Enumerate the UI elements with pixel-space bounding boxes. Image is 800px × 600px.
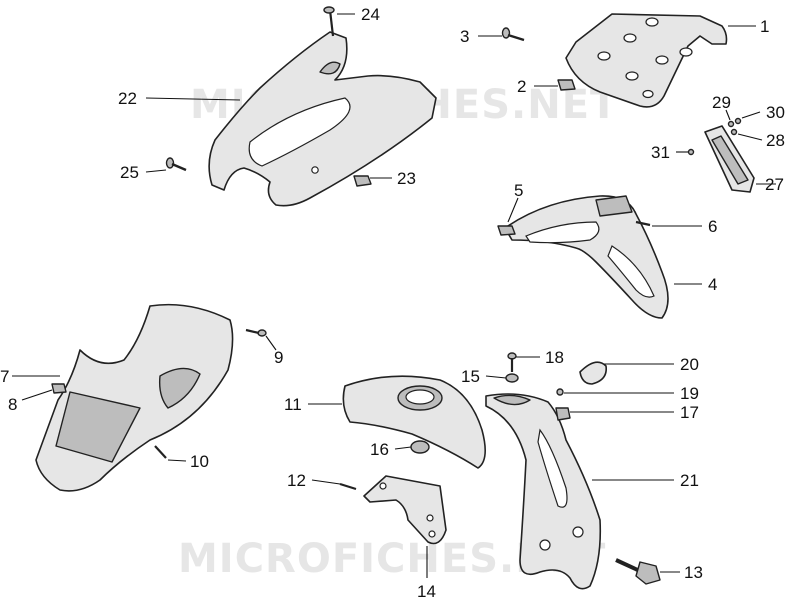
part-28-bush xyxy=(730,128,738,136)
part-9-screw xyxy=(245,328,267,337)
part-10-screw xyxy=(154,445,167,459)
callout-label: 7 xyxy=(0,367,9,386)
part-16-grommet xyxy=(410,440,430,454)
part-17-clip xyxy=(555,407,571,421)
callout-label: 13 xyxy=(684,563,703,582)
part-27-grille xyxy=(704,125,755,193)
callout-22: 22 xyxy=(118,89,241,108)
callout-14: 14 xyxy=(417,546,436,600)
part-19-nut xyxy=(556,388,564,396)
callout-label: 6 xyxy=(708,217,717,236)
callout-1: 1 xyxy=(728,17,769,36)
part-30-nut xyxy=(734,117,742,125)
callout-label: 14 xyxy=(417,582,436,600)
callout-label: 2 xyxy=(517,77,526,96)
part-31-screw xyxy=(687,148,695,156)
callout-label: 4 xyxy=(708,275,717,294)
callout-label: 18 xyxy=(545,348,564,367)
part-12-screw xyxy=(339,482,357,491)
callout-label: 15 xyxy=(461,367,480,386)
callout-25: 25 xyxy=(120,163,167,182)
part-7-inner-shield xyxy=(35,303,234,492)
callout-24: 24 xyxy=(337,5,380,24)
callout-13: 13 xyxy=(660,563,703,582)
callout-label: 21 xyxy=(680,471,699,490)
callout-label: 31 xyxy=(651,143,670,162)
callout-label: 17 xyxy=(680,403,699,422)
part-1-rear-cover xyxy=(565,13,728,108)
callout-2: 2 xyxy=(517,77,558,96)
callout-17: 17 xyxy=(570,403,699,422)
callout-30: 30 xyxy=(741,103,785,122)
part-4-front-mudguard xyxy=(504,195,669,319)
callout-label: 29 xyxy=(712,93,731,112)
callout-31: 31 xyxy=(651,143,688,162)
callout-20: 20 xyxy=(604,355,699,374)
part-29-washer xyxy=(727,120,735,128)
callout-label: 3 xyxy=(460,27,469,46)
callout-5: 5 xyxy=(507,181,523,223)
callout-10: 10 xyxy=(167,452,209,471)
callout-label: 11 xyxy=(284,395,302,414)
part-24-screw xyxy=(323,6,335,37)
callout-23: 23 xyxy=(370,169,416,188)
callout-18: 18 xyxy=(516,348,564,367)
callout-label: 16 xyxy=(370,440,389,459)
callout-label: 22 xyxy=(118,89,137,108)
part-20-reflector xyxy=(579,361,608,385)
part-22-body-panel xyxy=(208,31,437,207)
callout-label: 20 xyxy=(680,355,699,374)
callout-7: 7 xyxy=(0,367,60,386)
callout-label: 9 xyxy=(274,348,283,367)
callout-6: 6 xyxy=(652,217,717,236)
callout-3: 3 xyxy=(460,27,502,46)
callout-label: 10 xyxy=(190,452,209,471)
callout-label: 24 xyxy=(361,5,380,24)
part-5-clip xyxy=(497,225,516,236)
callout-21: 21 xyxy=(592,471,699,490)
callout-label: 12 xyxy=(287,471,306,490)
callout-28: 28 xyxy=(737,131,785,150)
callout-19: 19 xyxy=(564,384,699,403)
part-15-washer xyxy=(505,373,519,383)
callout-29: 29 xyxy=(712,93,731,121)
part-21-tail-strut xyxy=(485,393,602,590)
callout-27: 27 xyxy=(756,175,784,194)
part-3-screw xyxy=(501,27,525,42)
part-14-bracket xyxy=(363,475,447,545)
part-11-upper-cover xyxy=(342,375,486,469)
callout-9: 9 xyxy=(265,335,283,367)
callout-label: 1 xyxy=(760,17,769,36)
callout-label: 23 xyxy=(397,169,416,188)
part-23-clip xyxy=(353,175,372,187)
part-2-clip xyxy=(557,79,576,91)
part-13-bolt xyxy=(615,558,661,585)
callout-12: 12 xyxy=(287,471,341,490)
callout-15: 15 xyxy=(461,367,507,386)
callout-label: 5 xyxy=(514,181,523,200)
callout-label: 25 xyxy=(120,163,139,182)
callout-4: 4 xyxy=(674,275,717,294)
part-8-clip xyxy=(51,383,67,394)
part-6-screw xyxy=(635,220,651,227)
part-25-screw xyxy=(165,157,187,172)
callout-label: 30 xyxy=(766,103,785,122)
callout-label: 8 xyxy=(8,395,17,414)
callout-label: 27 xyxy=(765,175,784,194)
callout-8: 8 xyxy=(8,389,53,414)
callout-11: 11 xyxy=(284,395,342,414)
part-18-screw xyxy=(507,352,517,372)
callout-label: 28 xyxy=(766,131,785,150)
callout-label: 19 xyxy=(680,384,699,403)
callout-16: 16 xyxy=(370,440,412,459)
